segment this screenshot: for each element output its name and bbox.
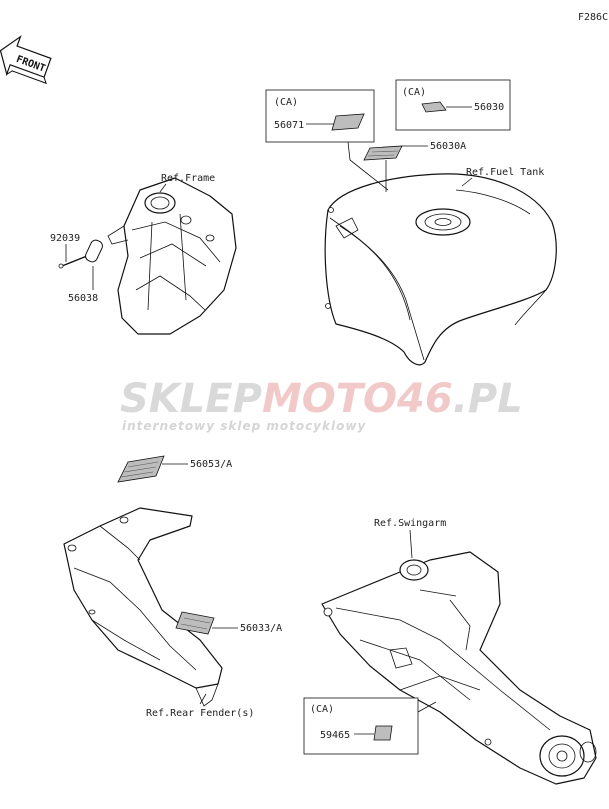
- ca-box-59465-region: (CA): [310, 704, 334, 715]
- ref-swingarm-label: Ref.Swingarm: [374, 518, 446, 529]
- front-arrow-icon: FRONT: [0, 35, 52, 85]
- part-56033a-label: 56033/A: [240, 623, 282, 634]
- ca-box-56030: [395, 79, 511, 131]
- decal-56071: [331, 113, 365, 131]
- part-92039-label: 92039: [50, 233, 80, 244]
- part-56030a-label: 56030A: [430, 141, 466, 152]
- ca-box-59465: [303, 697, 419, 755]
- ca-box-56030-region: (CA): [402, 87, 426, 98]
- swingarm-illustration: [321, 551, 597, 785]
- ref-frame-label: Ref.Frame: [161, 173, 215, 184]
- watermark-part2: MOTO: [262, 376, 397, 422]
- watermark-tagline: internetowy sklep motocyklowy: [122, 419, 366, 433]
- part-56071-label: 56071: [274, 120, 304, 131]
- watermark-part1: SKLEP: [120, 376, 262, 422]
- decal-56030a: [363, 145, 403, 161]
- ref-rear-fender-label: Ref.Rear Fender(s): [146, 708, 254, 719]
- ref-fuel-tank-label: Ref.Fuel Tank: [466, 167, 544, 178]
- decal-56053a: [117, 455, 165, 483]
- watermark: SKLEPMOTO46.PL internetowy sklep motocyk…: [120, 376, 523, 433]
- svg-text:SKLEPMOTO46.PL: SKLEPMOTO46.PL: [120, 376, 523, 422]
- rear-fender-illustration: [63, 507, 223, 707]
- diagram-code: F286C: [578, 12, 608, 23]
- part-56038-label: 56038: [68, 293, 98, 304]
- ca-box-56071-region: (CA): [274, 97, 298, 108]
- fuel-tank-illustration: [324, 173, 557, 366]
- part-56030-label: 56030: [474, 102, 504, 113]
- decal-59465: [373, 725, 393, 741]
- watermark-part3: 46: [396, 376, 453, 422]
- decal-56030: [421, 101, 447, 113]
- label-56038: [85, 239, 103, 263]
- part-59465-label: 59465: [320, 730, 350, 741]
- watermark-part4: .PL: [453, 376, 523, 422]
- frame-illustration: [107, 177, 237, 335]
- part-56053a-label: 56053/A: [190, 459, 232, 470]
